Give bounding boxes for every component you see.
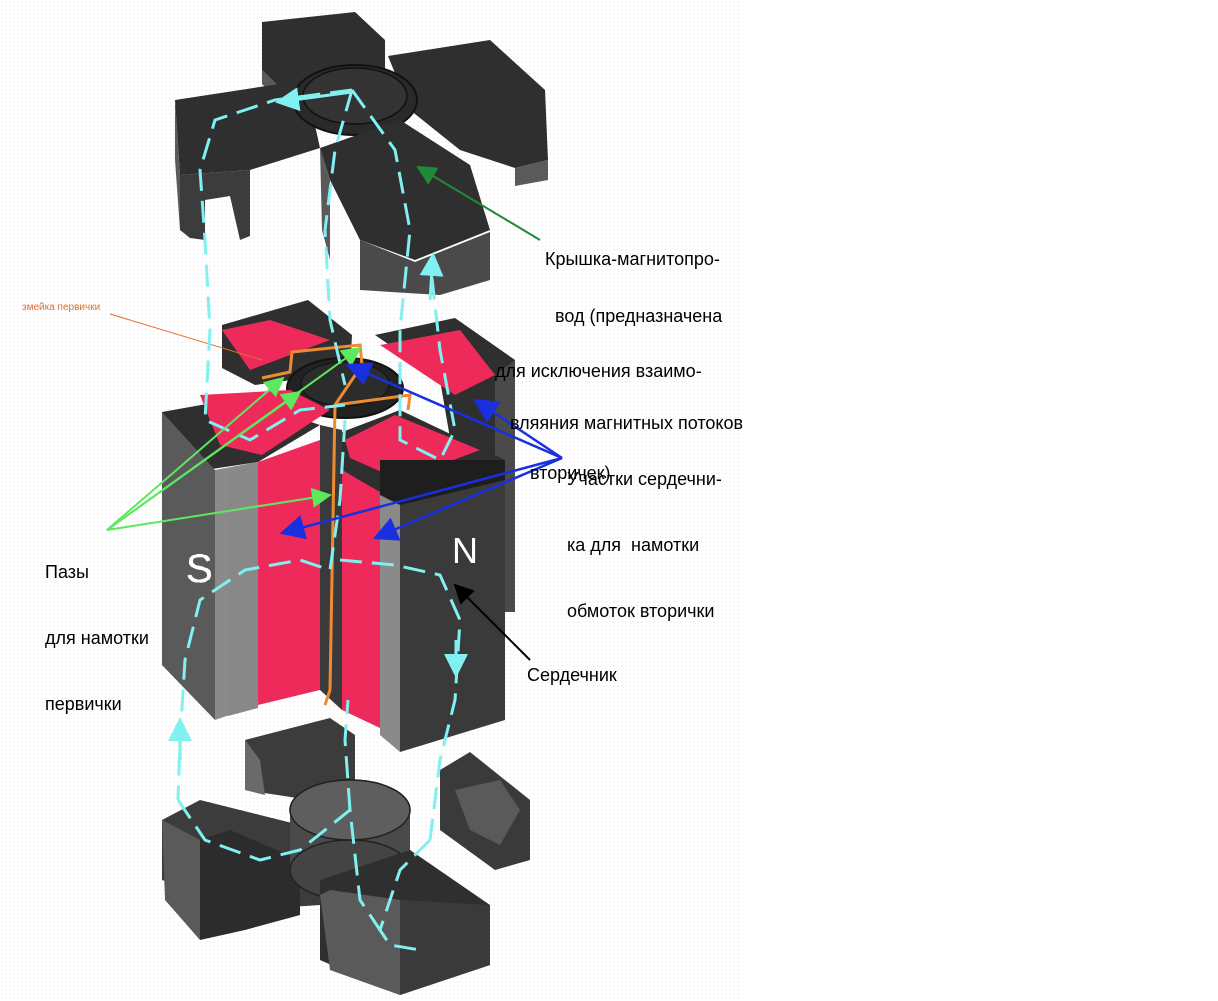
slots-line-3: первички bbox=[45, 694, 122, 714]
pole-n-label: N bbox=[452, 530, 478, 571]
flux-lines bbox=[176, 88, 462, 952]
bottom-cover bbox=[162, 718, 530, 995]
secondary-label: Участки сердечни- ка для намотки обмоток… bbox=[567, 424, 722, 644]
secondary-line-1: Участки сердечни- bbox=[567, 469, 722, 489]
cover-line-5: вторичек) bbox=[530, 463, 611, 483]
cover-line-1: Крышка-магнитопро- bbox=[545, 249, 720, 269]
core-pointer-arrow bbox=[453, 583, 531, 661]
slots-line-2: для намотки bbox=[45, 628, 149, 648]
core-body bbox=[162, 300, 515, 752]
top-cover bbox=[175, 12, 548, 295]
pole-s-label: S bbox=[186, 547, 213, 591]
core-label: Сердечник bbox=[527, 665, 617, 685]
cover-label: Крышка-магнитопро- вод (предназначена дл… bbox=[495, 212, 743, 502]
cover-pointer-arrow bbox=[416, 165, 541, 241]
secondary-line-3: обмоток вторички bbox=[567, 601, 715, 621]
slots-line-1: Пазы bbox=[45, 562, 89, 582]
secondary-pointer-arrows bbox=[279, 362, 563, 541]
blank-margin bbox=[740, 0, 1218, 1001]
slot-pointer-arrows bbox=[106, 346, 362, 531]
slots-label: Пазы для намотки первички bbox=[45, 517, 149, 737]
cover-line-2: вод (предназначена bbox=[555, 306, 723, 326]
cover-line-4: вляяния магнитных потоков bbox=[510, 413, 744, 433]
secondary-line-2: ка для намотки bbox=[567, 535, 700, 555]
cover-line-3: для исключения взаимо- bbox=[495, 361, 702, 381]
primary-snake-label: змейка первички bbox=[22, 302, 101, 313]
